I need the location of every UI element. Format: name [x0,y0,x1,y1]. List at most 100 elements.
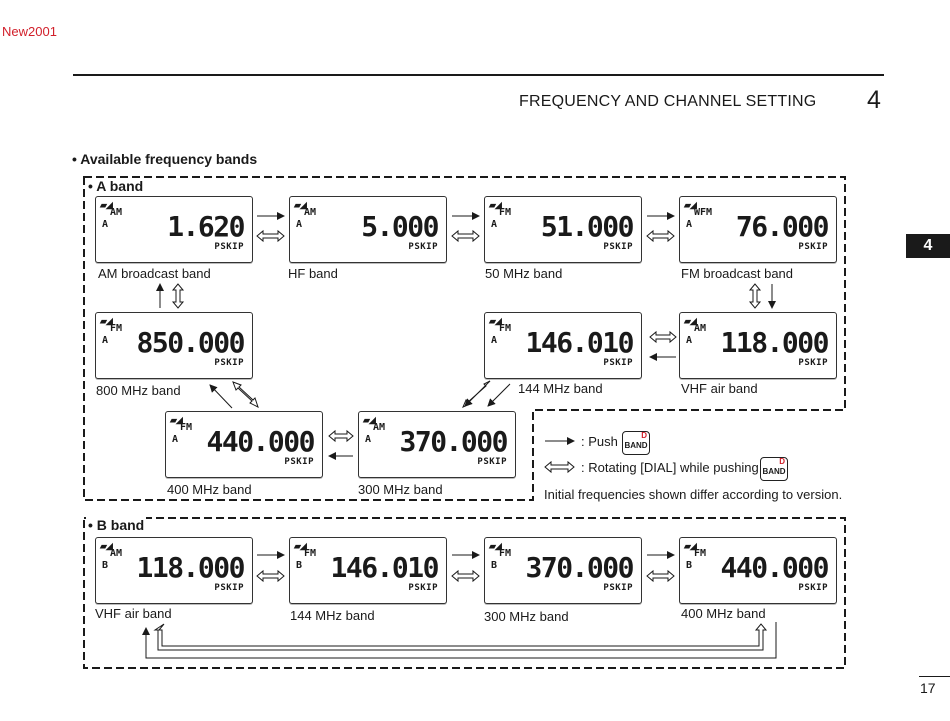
battery-icon: ▰◢ [489,541,502,551]
band-indicator: A [102,219,109,230]
battery-icon: ▰◢ [684,200,697,210]
caption-b-vhf-air: VHF air band [95,606,172,621]
chapter-title: FREQUENCY AND CHANNEL SETTING [519,93,817,110]
lcd-display-400mhz: ▰◢ FM A 440.000 PSKIP [165,411,323,478]
footer-rule [919,676,950,677]
caption-am-broadcast: AM broadcast band [98,266,211,281]
mode-indicator: FM [180,422,193,433]
frequency-readout: 146.010 [525,326,634,359]
battery-icon: ▰◢ [489,316,502,326]
lcd-display-b-400mhz: ▰◢ FM B 440.000 PSKIP [679,537,837,604]
battery-icon: ▰◢ [100,541,113,551]
key-d-label: D [641,431,647,440]
a-band-title: • A band [86,178,146,194]
mode-indicator: FM [694,548,707,559]
battery-icon: ▰◢ [294,200,307,210]
lcd-display-hf: ▰◢ AM A 5.000 PSKIP [289,196,447,263]
caption-fm-broadcast: FM broadcast band [681,266,794,281]
header-rule [73,74,884,76]
band-indicator: A [686,219,693,230]
caption-144mhz: 144 MHz band [518,381,603,396]
band-indicator: A [296,219,303,230]
caption-b-144mhz: 144 MHz band [290,608,375,623]
pskip-indicator: PSKIP [214,358,244,368]
lcd-display-am-broadcast: ▰◢ AM A 1.620 PSKIP [95,196,253,263]
caption-50mhz: 50 MHz band [485,266,563,281]
chapter-side-tab: 4 [906,234,950,258]
caption-b-400mhz: 400 MHz band [681,606,766,621]
band-indicator: B [491,560,498,571]
chapter-number: 4 [867,86,881,114]
pskip-indicator: PSKIP [214,242,244,252]
band-indicator: A [686,335,693,346]
pskip-indicator: PSKIP [798,583,828,593]
frequency-readout: 51.000 [540,210,635,243]
frequency-readout: 146.010 [330,551,439,584]
caption-400mhz: 400 MHz band [167,482,252,497]
b-band-title: • B band [86,517,147,533]
lcd-display-50mhz: ▰◢ FM A 51.000 PSKIP [484,196,642,263]
caption-800mhz: 800 MHz band [96,383,181,398]
frequency-readout: 370.000 [525,551,634,584]
pskip-indicator: PSKIP [408,242,438,252]
mode-indicator: WFM [694,207,713,218]
mode-indicator: FM [499,548,512,559]
mode-indicator: AM [694,323,707,334]
mode-indicator: FM [499,207,512,218]
frequency-readout: 440.000 [720,551,829,584]
frequency-readout: 850.000 [136,326,245,359]
frequency-readout: 76.000 [735,210,830,243]
battery-icon: ▰◢ [100,200,113,210]
lcd-display-vhf-air: ▰◢ AM A 118.000 PSKIP [679,312,837,379]
pskip-indicator: PSKIP [214,583,244,593]
frequency-readout: 118.000 [136,551,245,584]
battery-icon: ▰◢ [170,415,183,425]
lcd-display-800mhz: ▰◢ FM A 850.000 PSKIP [95,312,253,379]
legend-note: Initial frequencies shown differ accordi… [544,487,843,502]
caption-b-300mhz: 300 MHz band [484,609,569,624]
frequency-readout: 440.000 [206,425,315,458]
mode-indicator: FM [110,323,123,334]
pskip-indicator: PSKIP [477,457,507,467]
caption-300mhz: 300 MHz band [358,482,443,497]
battery-icon: ▰◢ [684,316,697,326]
key-band-label: BAND [762,467,786,476]
frequency-readout: 1.620 [167,210,245,243]
mode-indicator: AM [373,422,386,433]
caption-hf: HF band [288,266,338,281]
lcd-display-b-144mhz: ▰◢ FM B 146.010 PSKIP [289,537,447,604]
legend-push-text: : Push [581,434,618,449]
battery-icon: ▰◢ [489,200,502,210]
key-band-label: BAND [624,441,648,450]
document-id: New2001 [2,24,57,39]
frequency-readout: 118.000 [720,326,829,359]
frequency-readout: 370.000 [399,425,508,458]
mode-indicator: AM [110,548,123,559]
band-indicator: A [172,434,179,445]
lcd-display-fm-broadcast: ▰◢ WFM A 76.000 PSKIP [679,196,837,263]
legend-rotate-text: : Rotating [DIAL] while pushing [581,460,759,475]
pskip-indicator: PSKIP [798,242,828,252]
band-indicator: A [365,434,372,445]
lcd-display-300mhz: ▰◢ AM A 370.000 PSKIP [358,411,516,478]
pskip-indicator: PSKIP [603,583,633,593]
band-indicator: A [491,335,498,346]
band-key-icon: D BAND [622,431,650,455]
mode-indicator: FM [304,548,317,559]
lcd-display-b-vhf-air: ▰◢ AM B 118.000 PSKIP [95,537,253,604]
pskip-indicator: PSKIP [798,358,828,368]
pskip-indicator: PSKIP [603,358,633,368]
band-indicator: A [102,335,109,346]
key-d-label: D [779,457,785,466]
mode-indicator: AM [110,207,123,218]
mode-indicator: FM [499,323,512,334]
frequency-readout: 5.000 [361,210,439,243]
lcd-display-b-300mhz: ▰◢ FM B 370.000 PSKIP [484,537,642,604]
lcd-display-144mhz: ▰◢ FM A 146.010 PSKIP [484,312,642,379]
band-key-icon: D BAND [760,457,788,481]
pskip-indicator: PSKIP [284,457,314,467]
section-title: • Available frequency bands [72,151,258,167]
band-indicator: B [102,560,109,571]
